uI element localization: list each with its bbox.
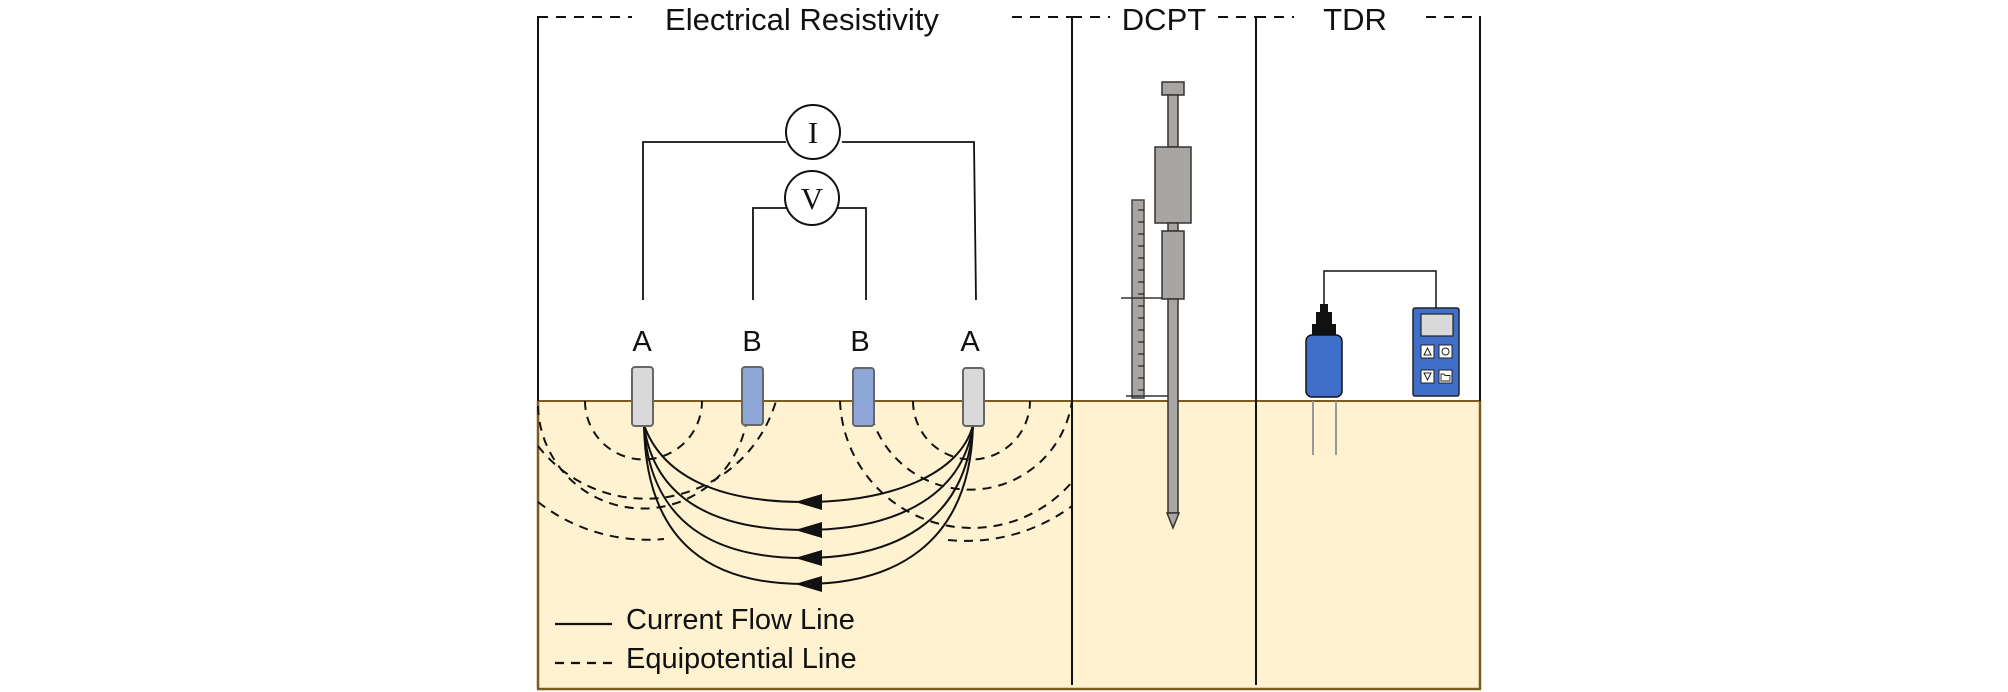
flow-arrow bbox=[795, 522, 822, 538]
legend-current-flow-label: Current Flow Line bbox=[626, 604, 855, 636]
tdr-folder-icon bbox=[1440, 373, 1451, 382]
current-circuit-wire bbox=[642, 141, 977, 301]
dcpt-scale-ticks bbox=[1138, 209, 1144, 391]
section-title-tdr: TDR bbox=[1323, 2, 1387, 37]
dcpt-measuring-scale bbox=[1131, 199, 1145, 399]
flow-arrow bbox=[795, 494, 822, 510]
current-flow-arrowheads bbox=[795, 494, 822, 592]
equipotential-lines-right bbox=[839, 400, 1073, 542]
flow-arrow bbox=[795, 550, 822, 566]
dcpt-guide-rod bbox=[1167, 222, 1179, 232]
legend-equipotential-label: Equipotential Line bbox=[626, 643, 857, 675]
current-meter: I bbox=[785, 104, 841, 160]
electrode-label-b-left: B bbox=[742, 326, 761, 358]
tdr-probe-cap bbox=[1316, 312, 1332, 324]
dcpt-anvil bbox=[1161, 230, 1185, 300]
current-electrode-left bbox=[631, 366, 654, 427]
dcpt-handle-cap bbox=[1161, 81, 1185, 96]
tdr-down-arrow-icon bbox=[1423, 372, 1432, 382]
tdr-connection-cable bbox=[1323, 270, 1437, 311]
soil-layer bbox=[537, 401, 1481, 689]
electrode-label-a-left: A bbox=[632, 326, 652, 358]
tdr-probe-body bbox=[1305, 334, 1343, 398]
dcpt-device bbox=[1121, 81, 1192, 531]
current-meter-symbol: I bbox=[808, 115, 818, 150]
voltage-meter: V bbox=[784, 170, 840, 226]
dcpt-cone-tip bbox=[1165, 512, 1181, 531]
potential-electrode-left bbox=[741, 366, 764, 426]
potential-electrode-right bbox=[852, 367, 875, 427]
electrode-label-a-right: A bbox=[960, 326, 980, 358]
tdr-refresh-icon bbox=[1441, 347, 1450, 356]
tdr-refresh-button bbox=[1438, 344, 1453, 359]
equipotential-lines-left bbox=[537, 400, 777, 541]
tdr-folder-button bbox=[1438, 369, 1453, 384]
dcpt-upper-rod bbox=[1167, 94, 1179, 148]
dcpt-drive-rod bbox=[1167, 298, 1179, 514]
tdr-up-arrow-icon bbox=[1423, 346, 1432, 356]
tdr-probe-connector bbox=[1320, 304, 1328, 312]
tdr-reader-screen bbox=[1420, 313, 1454, 337]
voltage-circuit-wire bbox=[752, 207, 867, 300]
tdr-probe-collar bbox=[1312, 324, 1336, 336]
electrode-label-b-right: B bbox=[850, 326, 869, 358]
tdr-device bbox=[1305, 270, 1460, 455]
section-title-dcpt: DCPT bbox=[1122, 2, 1206, 37]
flow-arrow bbox=[795, 576, 822, 592]
section-title-electrical-resistivity: Electrical Resistivity bbox=[665, 2, 939, 37]
current-electrode-right bbox=[962, 367, 985, 427]
voltage-meter-symbol: V bbox=[801, 181, 824, 216]
dcpt-hammer-weight bbox=[1154, 146, 1192, 224]
